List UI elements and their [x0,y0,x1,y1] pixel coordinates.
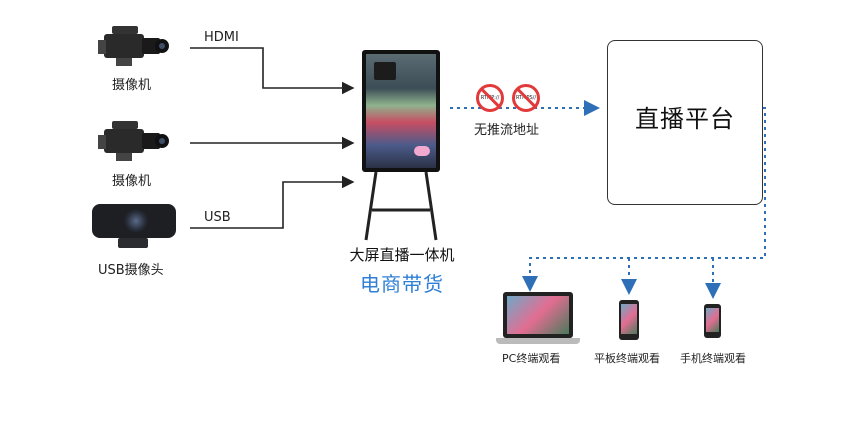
camera1-label: 摄像机 [112,78,152,93]
usb-camera-label: USB摄像头 [98,263,164,278]
phone-viewer-label: 手机终端观看 [680,352,746,365]
no-rtmps-icon: RTMPS// [512,84,540,112]
laptop-base [496,338,580,344]
pc-viewer-label: PC终端观看 [502,352,561,365]
platform-label: 直播平台 [635,105,735,133]
hdmi-link [190,47,355,95]
laptop-icon [503,292,573,338]
no-push-label: 无推流地址 [474,123,540,138]
distribution-link [522,107,766,292]
stand-leg-right [424,171,438,241]
display-screen [362,50,440,172]
tablet-icon [619,300,639,340]
tablet-viewer-label: 平板终端观看 [594,352,660,365]
hdmi-label: HDMI [204,30,239,45]
camera2-label: 摄像机 [112,174,152,189]
camcorder-icon [98,121,169,161]
no-rtmp-icon: RTMP:// [476,84,504,112]
camcorder-icon [98,26,169,66]
webcam-icon [92,204,176,238]
phone-icon [704,304,721,338]
live-platform-box: 直播平台 [607,40,763,205]
usb-link [190,175,355,229]
usb-label: USB [204,210,231,225]
device-name: 大屏直播一体机 [349,246,455,264]
device-subtitle: 电商带货 [360,272,444,296]
webcam-stand [118,238,148,248]
stand-leg-left [364,171,378,241]
